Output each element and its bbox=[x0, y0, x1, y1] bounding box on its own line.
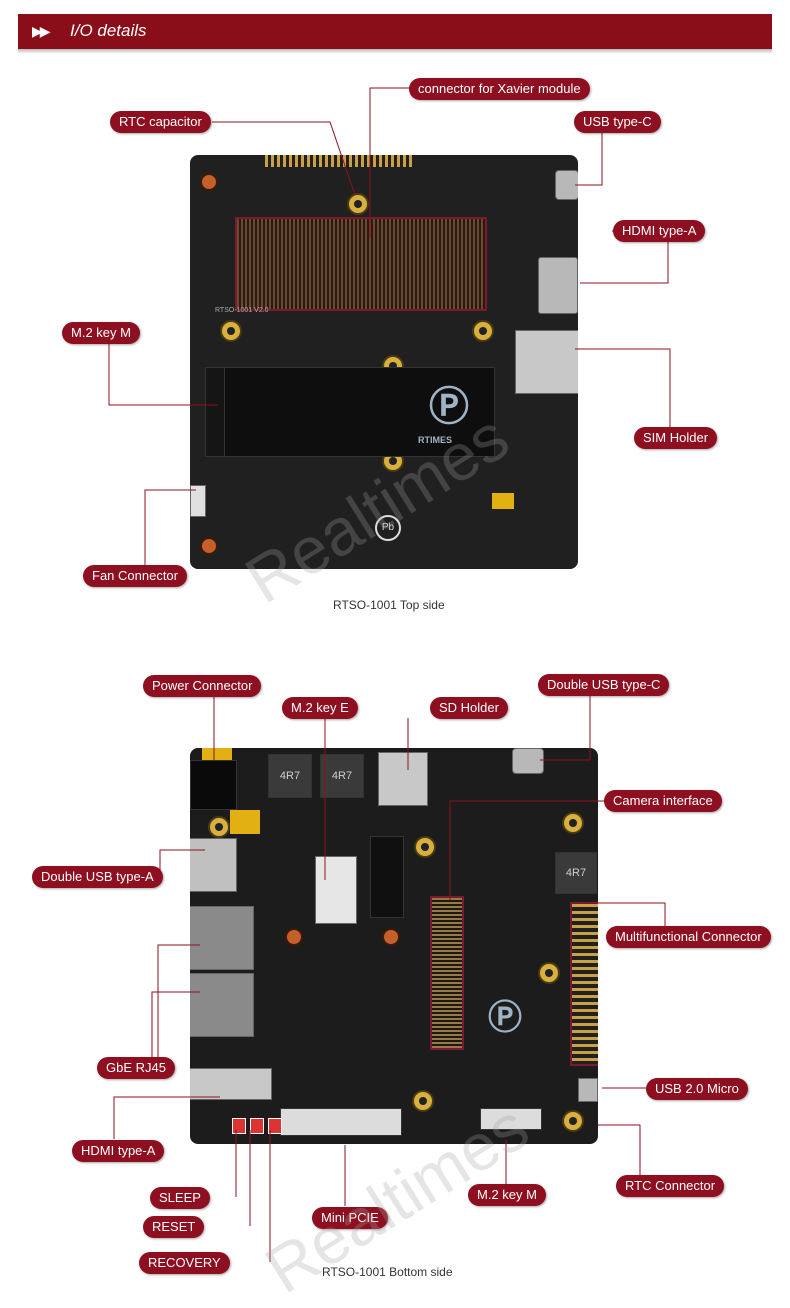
top-board-photo: Ⓟ RTIMES RTSO-1001 V2.0 Pb bbox=[190, 155, 578, 569]
tantalum-cap bbox=[230, 810, 260, 834]
mount-hole bbox=[208, 816, 230, 838]
label-sd-holder: SD Holder bbox=[430, 697, 508, 719]
mount-hole bbox=[538, 962, 560, 984]
inductor-marking: 4R7 bbox=[565, 867, 587, 879]
label-hdmi-type-a: HDMI type-A bbox=[72, 1140, 165, 1162]
rtc-capacitor bbox=[200, 173, 218, 191]
sticker-label bbox=[315, 856, 357, 924]
pin-header bbox=[265, 155, 415, 167]
label-rtc-capacitor: RTC capacitor bbox=[110, 111, 211, 133]
label-m2-key-e: M.2 key E bbox=[282, 697, 358, 719]
mount-hole bbox=[220, 320, 242, 342]
label-m2-key-m-bottom: M.2 key M bbox=[468, 1184, 546, 1206]
mount-hole bbox=[347, 193, 369, 215]
mini-pcie-slot bbox=[280, 1108, 402, 1136]
bottom-caption: RTSO-1001 Bottom side bbox=[322, 1265, 453, 1279]
label-m2-key-m: M.2 key M bbox=[62, 322, 140, 344]
label-multifunctional-connector: Multifunctional Connector bbox=[606, 926, 771, 948]
sd-holder bbox=[378, 752, 428, 806]
usb-micro-port bbox=[578, 1078, 598, 1102]
label-fan-connector: Fan Connector bbox=[83, 565, 187, 587]
label-sim-holder: SIM Holder bbox=[634, 427, 718, 449]
recovery-button bbox=[268, 1118, 282, 1134]
mount-hole bbox=[472, 320, 494, 342]
bottom-board-photo: 4R7 4R7 4R7 Ⓟ bbox=[190, 748, 598, 1144]
rj45-port-1 bbox=[190, 906, 254, 970]
label-recovery: RECOVERY bbox=[139, 1252, 230, 1274]
hdmi-port bbox=[190, 1068, 272, 1100]
label-camera-interface: Camera interface bbox=[604, 790, 722, 812]
rj45-port-2 bbox=[190, 973, 254, 1037]
hdmi-port bbox=[538, 257, 578, 314]
inductor-2: 4R7 bbox=[320, 754, 364, 798]
m2-key-m-slot bbox=[480, 1108, 542, 1130]
double-arrow-icon: ▶▶ bbox=[32, 23, 50, 39]
label-usb-2-micro: USB 2.0 Micro bbox=[646, 1078, 748, 1100]
label-mini-pcie: Mini PCIE bbox=[312, 1207, 388, 1229]
sim-holder bbox=[515, 330, 578, 394]
board-model: RTSO-1001 V2.0 bbox=[215, 307, 269, 314]
m2-ssd bbox=[218, 367, 495, 457]
rtimes-logo-icon: Ⓟ bbox=[488, 999, 522, 1037]
inductor-3: 4R7 bbox=[555, 852, 597, 894]
mount-hole bbox=[562, 1110, 584, 1132]
label-reset: RESET bbox=[143, 1216, 205, 1238]
mount-hole bbox=[412, 1090, 434, 1112]
usb-c-port bbox=[555, 170, 578, 200]
top-caption: RTSO-1001 Top side bbox=[333, 598, 445, 612]
inductor-marking: 4R7 bbox=[279, 770, 301, 782]
m2-key-m-slot bbox=[205, 367, 225, 457]
usb-c-ports bbox=[512, 748, 544, 774]
label-usb-type-c: USB type-C bbox=[574, 111, 661, 133]
capacitor bbox=[200, 537, 218, 555]
section-header: ▶▶ I/O details bbox=[18, 14, 772, 49]
label-double-usb-type-c: Double USB type-C bbox=[538, 674, 670, 696]
board-brand: RTIMES bbox=[418, 435, 453, 445]
usb-a-ports bbox=[190, 838, 237, 892]
label-hdmi-type-a: HDMI type-A bbox=[613, 220, 706, 242]
label-gbe-rj45: GbE RJ45 bbox=[97, 1057, 175, 1079]
pb-free-icon: Pb bbox=[375, 515, 401, 541]
header-shadow bbox=[18, 49, 772, 54]
mount-hole bbox=[562, 812, 584, 834]
sleep-button bbox=[232, 1118, 246, 1134]
tantalum-cap bbox=[492, 493, 514, 509]
label-power-connector: Power Connector bbox=[143, 675, 262, 697]
label-sleep: SLEEP bbox=[150, 1187, 210, 1209]
rtimes-logo-icon: Ⓟ bbox=[429, 385, 469, 429]
label-xavier-connector: connector for Xavier module bbox=[409, 78, 590, 100]
label-double-usb-type-a: Double USB type-A bbox=[32, 866, 163, 888]
label-rtc-connector: RTC Connector bbox=[616, 1175, 725, 1197]
reset-button bbox=[250, 1118, 264, 1134]
capacitor bbox=[382, 928, 400, 946]
section-title: I/O details bbox=[70, 21, 147, 40]
multifunctional-connector bbox=[570, 902, 598, 1066]
fan-connector bbox=[190, 485, 206, 517]
xavier-connector bbox=[235, 217, 487, 311]
capacitor bbox=[285, 928, 303, 946]
m2-key-e-slot bbox=[370, 836, 404, 918]
inductor-marking: 4R7 bbox=[331, 770, 353, 782]
power-jack bbox=[190, 760, 237, 810]
mount-hole bbox=[414, 836, 436, 858]
inductor-1: 4R7 bbox=[268, 754, 312, 798]
camera-connector bbox=[430, 896, 464, 1050]
